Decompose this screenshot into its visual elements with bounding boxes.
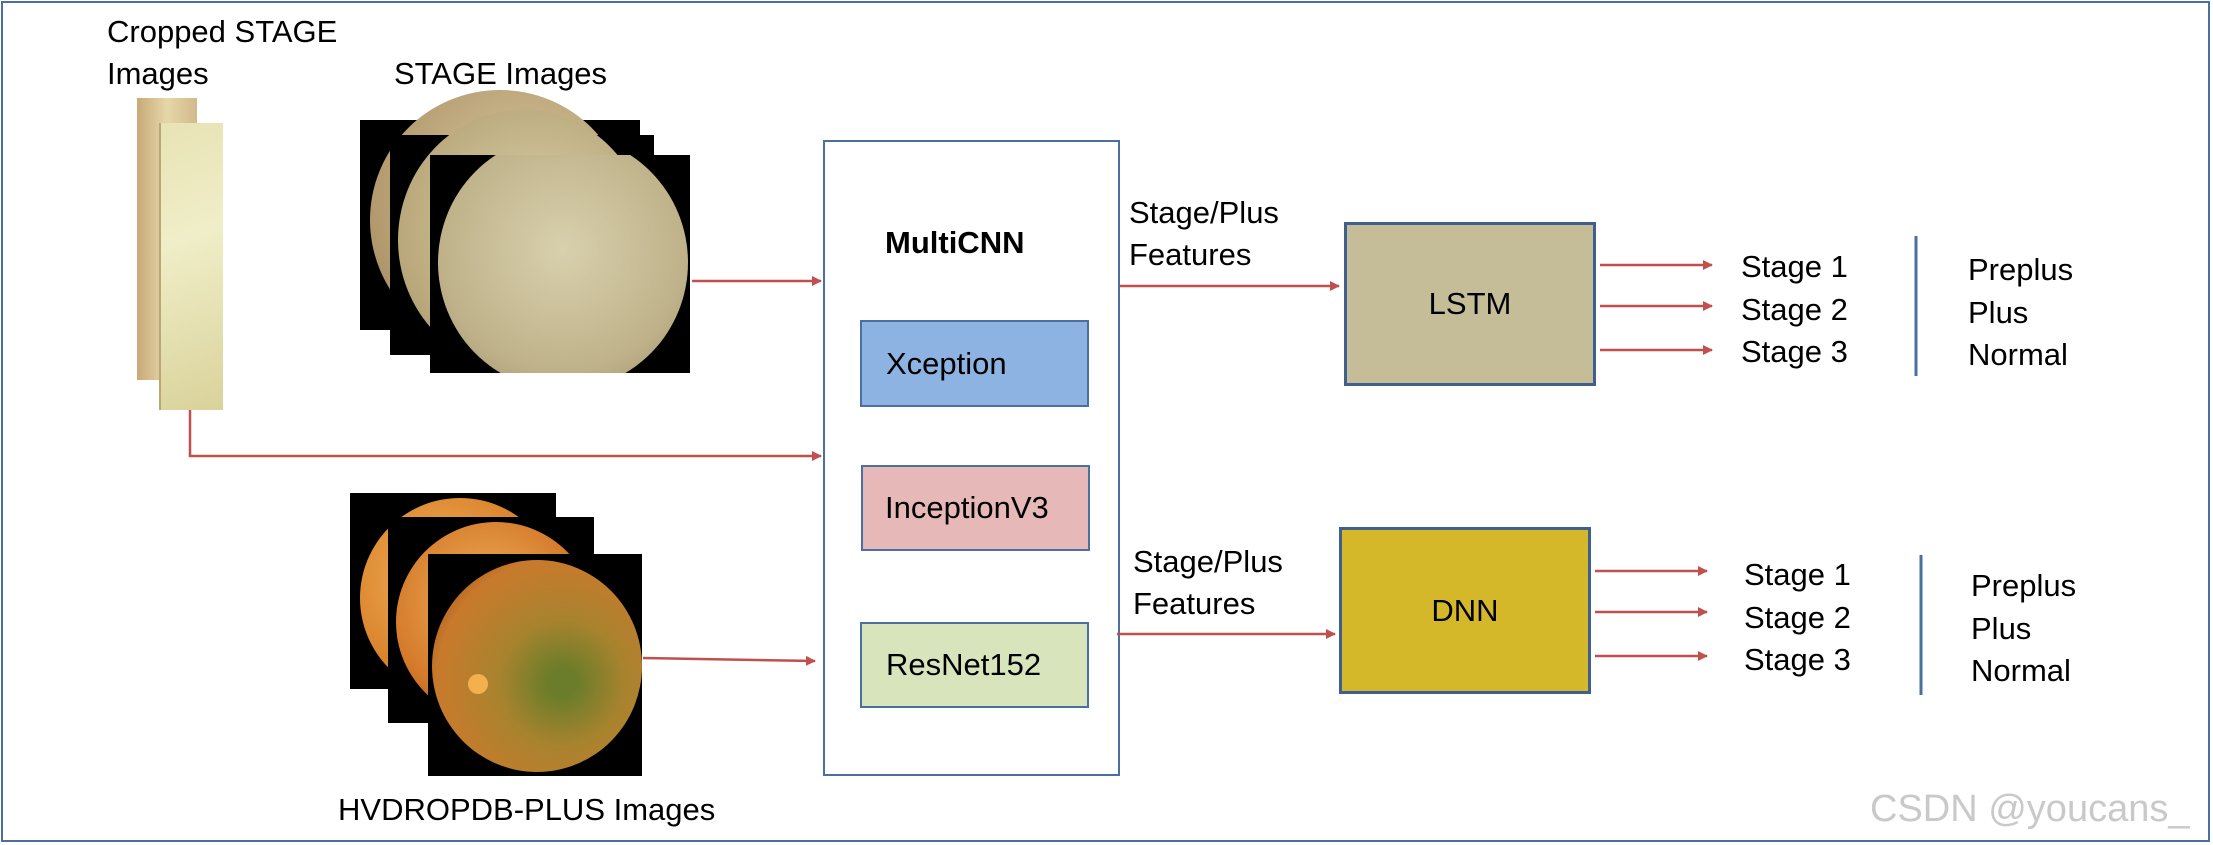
multicnn-title: MultiCNN bbox=[885, 225, 1025, 260]
hvdropdb-label: HVDROPDB-PLUS Images bbox=[338, 792, 716, 827]
resnet152-box: ResNet152 bbox=[860, 622, 1089, 708]
top-stage-2: Stage 2 bbox=[1741, 292, 1848, 327]
top-stage-1: Stage 1 bbox=[1741, 249, 1848, 284]
arrow-hvdropdb-to-multicnn bbox=[642, 655, 816, 666]
xception-label: Xception bbox=[886, 345, 1007, 381]
dnn-box: DNN bbox=[1339, 527, 1591, 694]
lstm-box: LSTM bbox=[1344, 222, 1596, 386]
bottom-features-line2: Features bbox=[1133, 586, 1256, 621]
lstm-label: LSTM bbox=[1428, 286, 1512, 321]
stage-images-label: STAGE Images bbox=[394, 56, 608, 91]
top-plus: Plus bbox=[1968, 295, 2029, 330]
top-features-line1: Stage/Plus bbox=[1129, 195, 1279, 230]
inceptionv3-label: InceptionV3 bbox=[885, 490, 1049, 525]
bottom-normal: Normal bbox=[1971, 653, 2071, 688]
cropped-stage-label-line2: Images bbox=[107, 56, 209, 91]
hvdropdb-image-3 bbox=[428, 554, 642, 776]
resnet152-label: ResNet152 bbox=[886, 647, 1042, 682]
bottom-stage-1: Stage 1 bbox=[1744, 557, 1851, 592]
cropped-stage-image-2 bbox=[161, 123, 223, 410]
cropped-stage-label-line1: Cropped STAGE bbox=[107, 14, 338, 49]
bottom-stage-2: Stage 2 bbox=[1744, 600, 1851, 635]
top-features-line2: Features bbox=[1129, 237, 1252, 272]
watermark: CSDN @youcans_ bbox=[1870, 788, 2190, 830]
top-preplus: Preplus bbox=[1968, 252, 2074, 287]
top-stage-3: Stage 3 bbox=[1741, 334, 1848, 369]
bottom-features-line1: Stage/Plus bbox=[1133, 544, 1283, 579]
arrow-cropped-to-multicnn bbox=[188, 410, 822, 461]
dnn-label: DNN bbox=[1431, 592, 1499, 628]
inceptionv3-box: InceptionV3 bbox=[861, 465, 1090, 551]
bottom-stage-3: Stage 3 bbox=[1744, 642, 1851, 677]
stage-image-3 bbox=[430, 155, 690, 373]
bottom-preplus: Preplus bbox=[1971, 568, 2077, 603]
bottom-plus: Plus bbox=[1971, 611, 2032, 646]
top-normal: Normal bbox=[1968, 337, 2068, 372]
xception-box: Xception bbox=[860, 320, 1089, 407]
